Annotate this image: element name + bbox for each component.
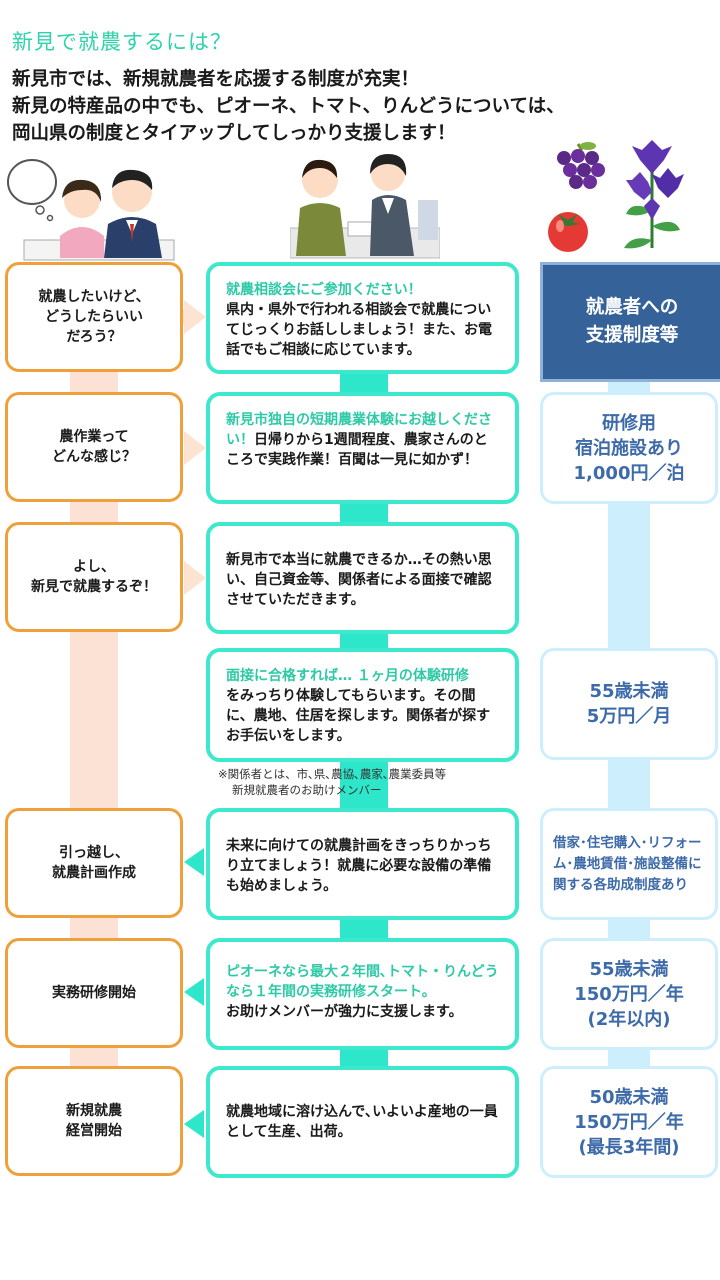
- tomato-icon: [548, 212, 588, 252]
- support-item-line: 55歳未満: [589, 681, 669, 702]
- page-title: 新見で就農するには？: [12, 30, 232, 54]
- arrow-right-icon: [184, 561, 206, 595]
- intro-line: 新見市では、新規就農者を応援する制度が充実！: [12, 69, 420, 90]
- support-item-box: 50歳未満 150万円／年 (最長3年間): [540, 1066, 718, 1178]
- produce-illustration: [548, 140, 684, 252]
- support-item-line: 研修用: [602, 412, 656, 434]
- intro-text: 新見市では、新規就農者を応援する制度が充実！ 新見の特産品の中でも、ピオーネ、ト…: [12, 66, 565, 147]
- support-item-line: 150万円／年: [574, 983, 684, 1005]
- intro-line: 岡山県の制度とタイアップしてしっかり支援します！: [12, 123, 456, 144]
- support-item-line: (最長3年間): [578, 1136, 680, 1158]
- arrow-right-icon: [184, 431, 206, 465]
- support-item-line: 55歳未満: [589, 958, 669, 980]
- arrow-left-icon: [184, 1110, 204, 1138]
- support-header-line: 就農者への: [585, 297, 679, 318]
- step-action-text: 未来に向けての就農計画をきっちりかっちり立てましょう！就農に必要な設備の準備も始…: [226, 838, 492, 894]
- step-question-box: よし、 新見で就農するぞ！: [5, 522, 183, 632]
- support-item-line: (2年以内): [587, 1008, 671, 1030]
- thinking-people-icon: [7, 159, 175, 261]
- step-action-text: お助けメンバーが強力に支援します。: [226, 1004, 463, 1020]
- step-action-highlight: ピオーネなら最大２年間､トマト・りんどうなら１年間の実務研修スタート。: [226, 964, 499, 1000]
- support-item-line: 1,000円／泊: [573, 462, 685, 484]
- footnote-line: 新規就農者のお助けメンバー: [232, 783, 382, 797]
- support-item-box: 借家･住宅購入･リフォーム･農地賃借･施設整備に関する各助成制度あり: [540, 808, 718, 920]
- intro-line: 新見の特産品の中でも、ピオーネ、トマト、りんどうについては、: [12, 96, 565, 117]
- step-action-text: 日帰りから1週間程度、農家さんのところで実践作業！百聞は一見に如かず！: [226, 432, 488, 468]
- step-question-line: 実務研修開始: [52, 985, 136, 1001]
- step-action-text: をみっちり体験してもらいます。その間に、農地、住居を探します。関係者が探すお手伝…: [226, 688, 491, 744]
- step-action-box: 新見市で本当に就農できるか…その熱い思い、自己資金等、関係者による面接で確認させ…: [206, 522, 519, 634]
- step-question-line: どうしたらいい: [45, 309, 143, 325]
- step-question-line: よし、: [73, 559, 115, 575]
- step-question-box: 農作業って どんな感じ？: [5, 392, 183, 502]
- step-question-box: 引っ越し、 就農計画作成: [5, 808, 183, 918]
- step-action-box: 就農地域に溶け込んで､いよいよ産地の一員として生産、出荷。: [206, 1066, 519, 1178]
- support-item-box: 研修用 宿泊施設あり 1,000円／泊: [540, 392, 718, 504]
- step-action-text: 新見市で本当に就農できるか…その熱い思い、自己資金等、関係者による面接で確認させ…: [226, 552, 492, 608]
- arrow-right-icon: [184, 300, 206, 334]
- support-header-line: 支援制度等: [585, 325, 679, 346]
- step-action-box: ピオーネなら最大２年間､トマト・りんどうなら１年間の実務研修スタート。 お助けメ…: [206, 938, 519, 1050]
- step-action-box: 未来に向けての就農計画をきっちりかっちり立てましょう！就農に必要な設備の準備も始…: [206, 808, 519, 920]
- arrow-left-icon: [184, 978, 204, 1006]
- step-action-box: 面接に合格すれば… １ヶ月の体験研修 をみっちり体験してもらいます。その間に、農…: [206, 648, 519, 762]
- support-item-box: 55歳未満 150万円／年 (2年以内): [540, 938, 718, 1050]
- step-question-line: 就農したいけど、: [38, 289, 150, 305]
- support-item-line: 50歳未満: [589, 1086, 669, 1108]
- step-question-line: 新規就農: [66, 1103, 122, 1119]
- support-item-line: 宿泊施設あり: [575, 437, 683, 459]
- gentian-flower-icon: [624, 140, 684, 249]
- support-header: 就農者への 支援制度等: [540, 262, 720, 382]
- footnote-line: ※関係者とは、市､県､農協､農家､農業委員等: [218, 767, 447, 781]
- grape-icon: [557, 142, 605, 189]
- step-action-highlight: 就農相談会にご参加ください！: [226, 282, 422, 298]
- step-question-box: 実務研修開始: [5, 938, 183, 1048]
- step-question-box: 就農したいけど、 どうしたらいい だろう？: [5, 262, 183, 372]
- step-action-text: 就農地域に溶け込んで､いよいよ産地の一員として生産、出荷。: [226, 1104, 498, 1140]
- step-question-line: 引っ越し、: [59, 845, 129, 861]
- step-action-box: 新見市独自の短期農業体験にお越しください！日帰りから1週間程度、農家さんのところ…: [206, 392, 519, 504]
- step-question-line: 農作業って: [59, 429, 129, 445]
- support-item-line: 150万円／年: [574, 1111, 684, 1133]
- step-action-highlight: 面接に合格すれば… １ヶ月の体験研修: [226, 668, 469, 684]
- step-action-box: 就農相談会にご参加ください！ 県内・県外で行われる相談会で就農についてじっくりお…: [206, 262, 519, 374]
- support-item-line: 5万円／月: [586, 706, 672, 727]
- step-question-line: 就農計画作成: [52, 865, 136, 881]
- arrow-left-icon: [184, 848, 204, 876]
- support-item-box: 55歳未満 5万円／月: [540, 648, 718, 760]
- footnote: ※関係者とは、市､県､農協､農家､農業委員等 新規就農者のお助けメンバー: [218, 766, 446, 798]
- step-question-line: 経営開始: [66, 1123, 122, 1139]
- step-question-line: 新見で就農するぞ！: [31, 579, 157, 595]
- step-action-text: 県内・県外で行われる相談会で就農についてじっくりお話ししましょう！また、お電話で…: [226, 302, 492, 358]
- step-question-line: どんな感じ？: [52, 449, 136, 465]
- consultation-icon: [290, 154, 440, 259]
- step-action-highlight: 新見市独自の短期農業体験にお越しください！: [226, 412, 492, 448]
- support-item-line: 借家･住宅購入･リフォーム･農地賃借･施設整備に関する各助成制度あり: [553, 834, 702, 893]
- step-question-line: だろう？: [66, 329, 122, 345]
- step-question-box: 新規就農 経営開始: [5, 1066, 183, 1176]
